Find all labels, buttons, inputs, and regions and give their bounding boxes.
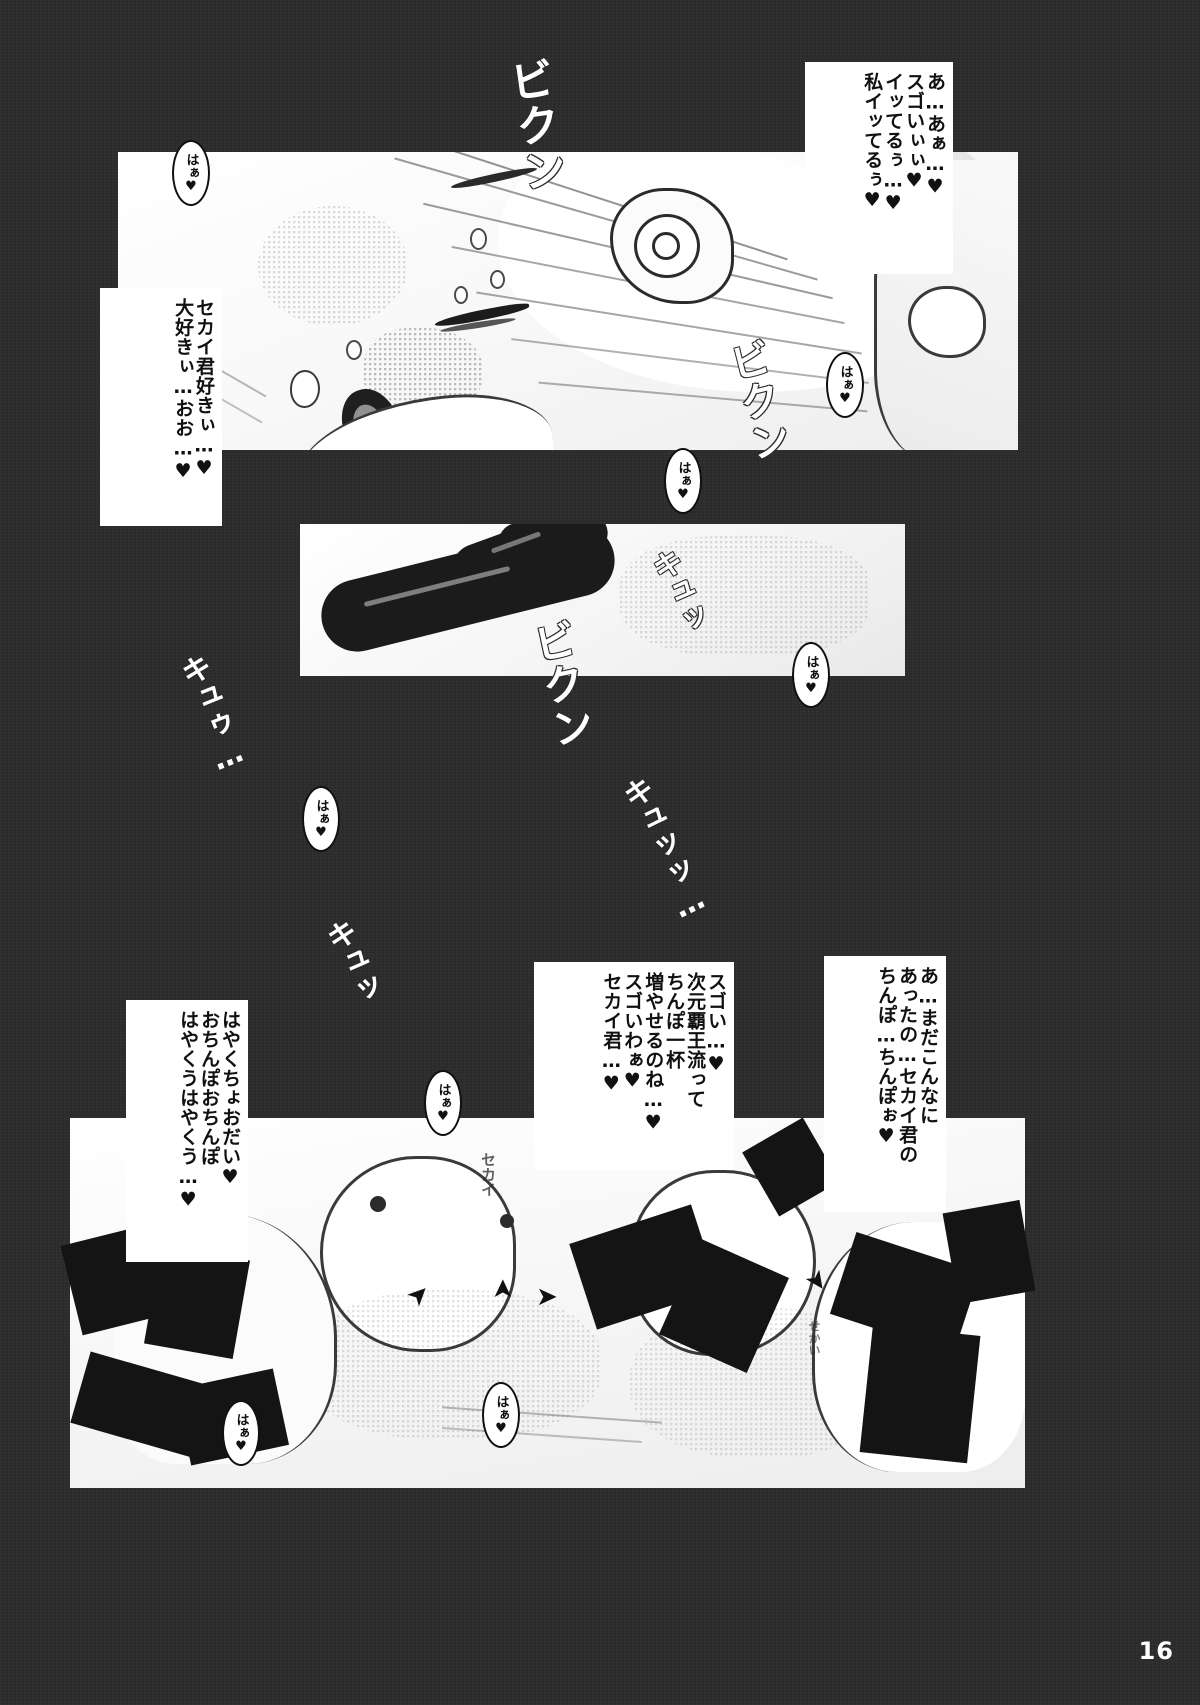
haa-bubble-3: はぁ♥ bbox=[664, 448, 702, 514]
balloon-line: あ…まだこんなに bbox=[917, 966, 939, 1125]
balloon-line: はやくちょおだい♥ bbox=[219, 1010, 241, 1189]
balloon-bottom-middle: スゴい…♥ 次元覇王流って ちんぽ一杯 増やせるのね…♥ スゴいわぁ♥ セカイ君… bbox=[534, 962, 734, 1170]
art-label-sekai-small: せかい bbox=[807, 1320, 821, 1356]
balloon-line: スゴいわぁ♥ bbox=[621, 972, 644, 1092]
art-label-sekai: セカイ bbox=[479, 1152, 497, 1197]
panel-middle bbox=[300, 524, 905, 676]
balloon-bottom-right: あ…まだこんなに あったの…セカイ君の ちんぽ…ちんぽぉ♥ bbox=[824, 956, 946, 1212]
balloon-line: あったの…セカイ君の bbox=[896, 966, 919, 1164]
haa-bubble-text: はぁ♥ bbox=[493, 1394, 509, 1436]
haa-bubble-7: はぁ♥ bbox=[482, 1382, 520, 1448]
balloon-line: 私イッてるぅ♥ bbox=[861, 72, 884, 212]
arrow-up-icon: ➤ bbox=[487, 1278, 518, 1300]
haa-bubble-6: はぁ♥ bbox=[424, 1070, 462, 1136]
haa-bubble-text: はぁ♥ bbox=[313, 798, 329, 840]
sfx-kyu-1: キュゥ… bbox=[171, 649, 251, 779]
haa-bubble-2: はぁ♥ bbox=[826, 352, 864, 418]
balloon-line: スゴい…♥ bbox=[705, 972, 727, 1076]
haa-bubble-text: はぁ♥ bbox=[837, 364, 853, 406]
arrow-right-icon: ➤ bbox=[536, 1282, 558, 1312]
balloon-line: あ…あぁ…♥ bbox=[924, 72, 946, 198]
balloon-line: 次元覇王流って bbox=[684, 972, 707, 1109]
sfx-kyu-4: キュッ bbox=[316, 914, 386, 1012]
balloon-line: スゴいぃぃ♥ bbox=[903, 72, 926, 192]
balloon-top-left: セカイ君好きぃ…♥ 大好きぃ…おお…♥ bbox=[100, 288, 222, 526]
haa-bubble-8: はぁ♥ bbox=[222, 1400, 260, 1466]
balloon-top-right: あ…あぁ…♥ スゴいぃぃ♥ イッてるぅ…♥ 私イッてるぅ♥ bbox=[805, 62, 953, 274]
balloon-line: セカイ君…♥ bbox=[600, 972, 623, 1095]
haa-bubble-text: はぁ♥ bbox=[803, 654, 819, 696]
balloon-bottom-left: はやくちょおだい♥ おちんぽおちんぽ はやくうはやくう…♥ bbox=[126, 1000, 248, 1262]
balloon-line: セカイ君好きぃ…♥ bbox=[193, 298, 215, 480]
haa-bubble-text: はぁ♥ bbox=[675, 460, 691, 502]
haa-bubble-text: はぁ♥ bbox=[183, 152, 199, 194]
haa-bubble-4: はぁ♥ bbox=[792, 642, 830, 708]
haa-bubble-1: はぁ♥ bbox=[172, 140, 210, 206]
balloon-line: 大好きぃ…おお…♥ bbox=[172, 298, 195, 483]
balloon-line: ちんぽ一杯 bbox=[663, 972, 686, 1070]
censor-bar-2 bbox=[144, 1244, 250, 1360]
panel-middle-artwork bbox=[300, 524, 905, 676]
balloon-line: はやくうはやくう…♥ bbox=[177, 1010, 200, 1211]
balloon-line: ちんぽ…ちんぽぉ♥ bbox=[875, 966, 898, 1148]
haa-bubble-text: はぁ♥ bbox=[435, 1082, 451, 1124]
haa-bubble-text: はぁ♥ bbox=[233, 1412, 249, 1454]
balloon-line: イッてるぅ…♥ bbox=[882, 72, 905, 215]
censor-bar-9 bbox=[942, 1199, 1036, 1305]
sfx-kyu-3: キュッッ… bbox=[613, 772, 713, 927]
balloon-line: 増やせるのね…♥ bbox=[642, 972, 665, 1134]
haa-bubble-5: はぁ♥ bbox=[302, 786, 340, 852]
page-number: 16 bbox=[1138, 1637, 1174, 1665]
balloon-line: おちんぽおちんぽ bbox=[198, 1010, 221, 1166]
censor-bar-10 bbox=[859, 1324, 981, 1464]
